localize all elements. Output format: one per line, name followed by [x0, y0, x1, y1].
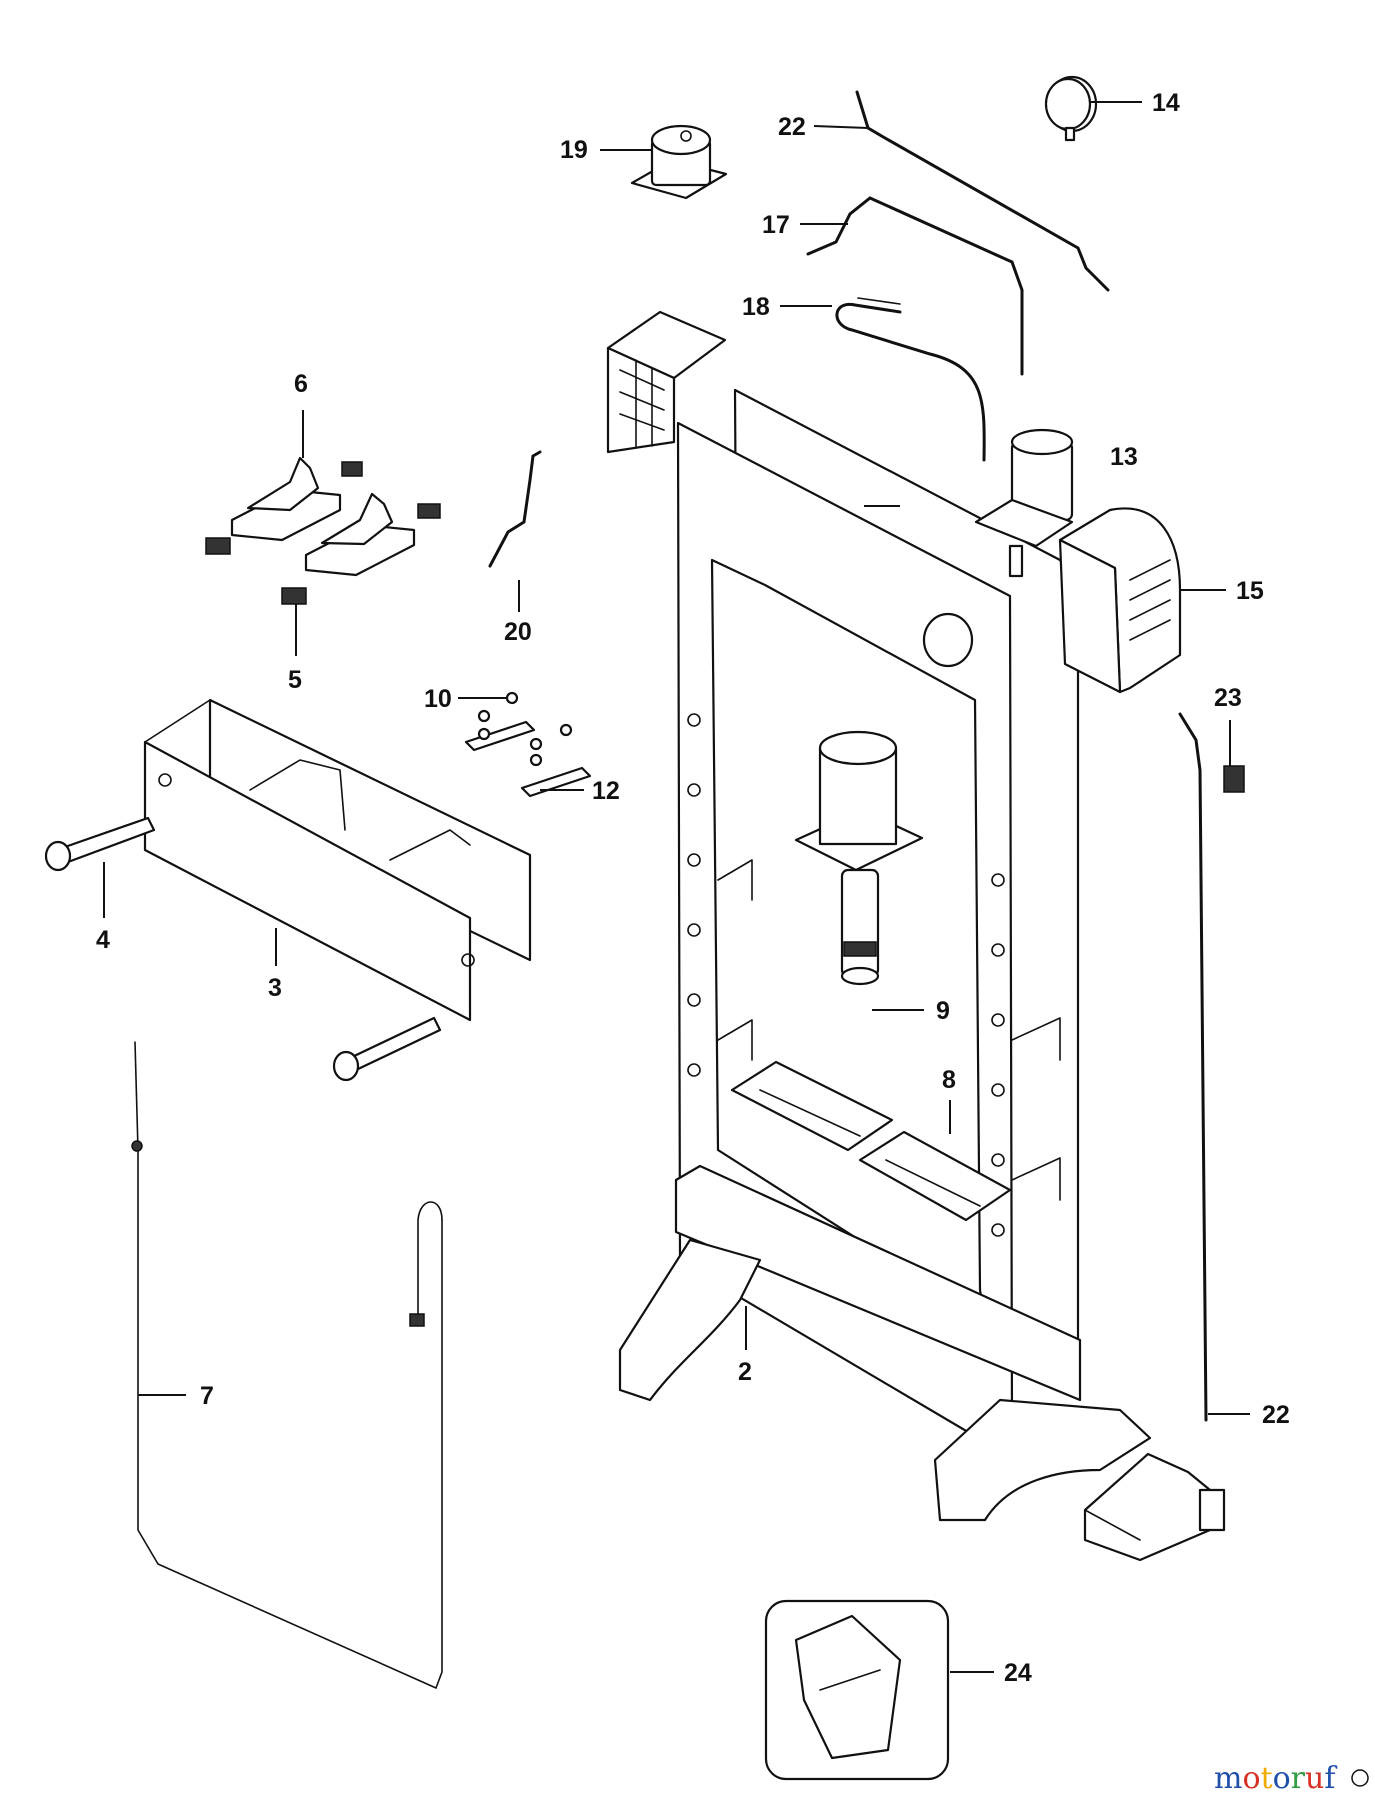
part-17-drawing: [806, 196, 1024, 376]
part-5-drawing: [205, 461, 441, 605]
callout-6: 6: [294, 370, 308, 398]
part-9-drawing: [794, 730, 924, 986]
watermark-text: motoruf: [1214, 1761, 1337, 1796]
part-22-pedal-drawing: [1083, 712, 1226, 1562]
part-19-drawing: [630, 124, 728, 200]
part-18-drawing: [835, 297, 986, 462]
part-3-drawing: [143, 698, 532, 1022]
watermark-logo: motoruf: [1214, 1761, 1369, 1796]
leader-lines: [103, 101, 1250, 1673]
part-8-drawing: [730, 1060, 1012, 1222]
copyright-icon: [1351, 1769, 1369, 1787]
callout-2: 2: [738, 1358, 752, 1386]
callout-7: 7: [200, 1382, 214, 1410]
callout-14: 13: [1110, 443, 1138, 471]
part-7-drawing: [131, 1041, 443, 1689]
part-6-drawing: [230, 456, 416, 577]
callout-17: 17: [762, 211, 790, 239]
callout-22-top: 22: [778, 113, 806, 141]
left-guard-drawing: [606, 310, 727, 454]
part-20-drawing: [488, 450, 542, 568]
part-10-12-drawing: [464, 691, 592, 798]
callout-22-right: 22: [1262, 1401, 1290, 1429]
callout-9: 9: [936, 997, 950, 1025]
callout-10: 10: [424, 685, 452, 713]
callout-labels: 19 14 22 17 18 6 5 20 10 12 4 3 13 15 9 …: [96, 89, 1290, 1687]
callout-18: 18: [742, 293, 770, 321]
part-13-drawing: [1058, 507, 1182, 694]
callout-13: 15: [1236, 577, 1264, 605]
part-14-drawing: [974, 428, 1074, 578]
part-15-drawing: [1044, 75, 1098, 142]
callout-5: 5: [288, 666, 302, 694]
part-4-drawing: [44, 816, 442, 1082]
callout-20: 20: [504, 618, 532, 646]
callout-15: 14: [1152, 89, 1180, 117]
callout-24: 24: [1004, 1659, 1032, 1687]
part-2-frame-drawing: [618, 388, 1152, 1522]
callout-8: 8: [942, 1066, 956, 1094]
callout-4: 4: [96, 926, 110, 954]
callout-12: 12: [592, 777, 620, 805]
callout-3: 3: [268, 974, 282, 1002]
part-24-drawing: [764, 1599, 950, 1781]
callout-19: 19: [560, 136, 588, 164]
callout-23: 23: [1214, 684, 1242, 712]
part-23-drawing: [1223, 765, 1245, 793]
